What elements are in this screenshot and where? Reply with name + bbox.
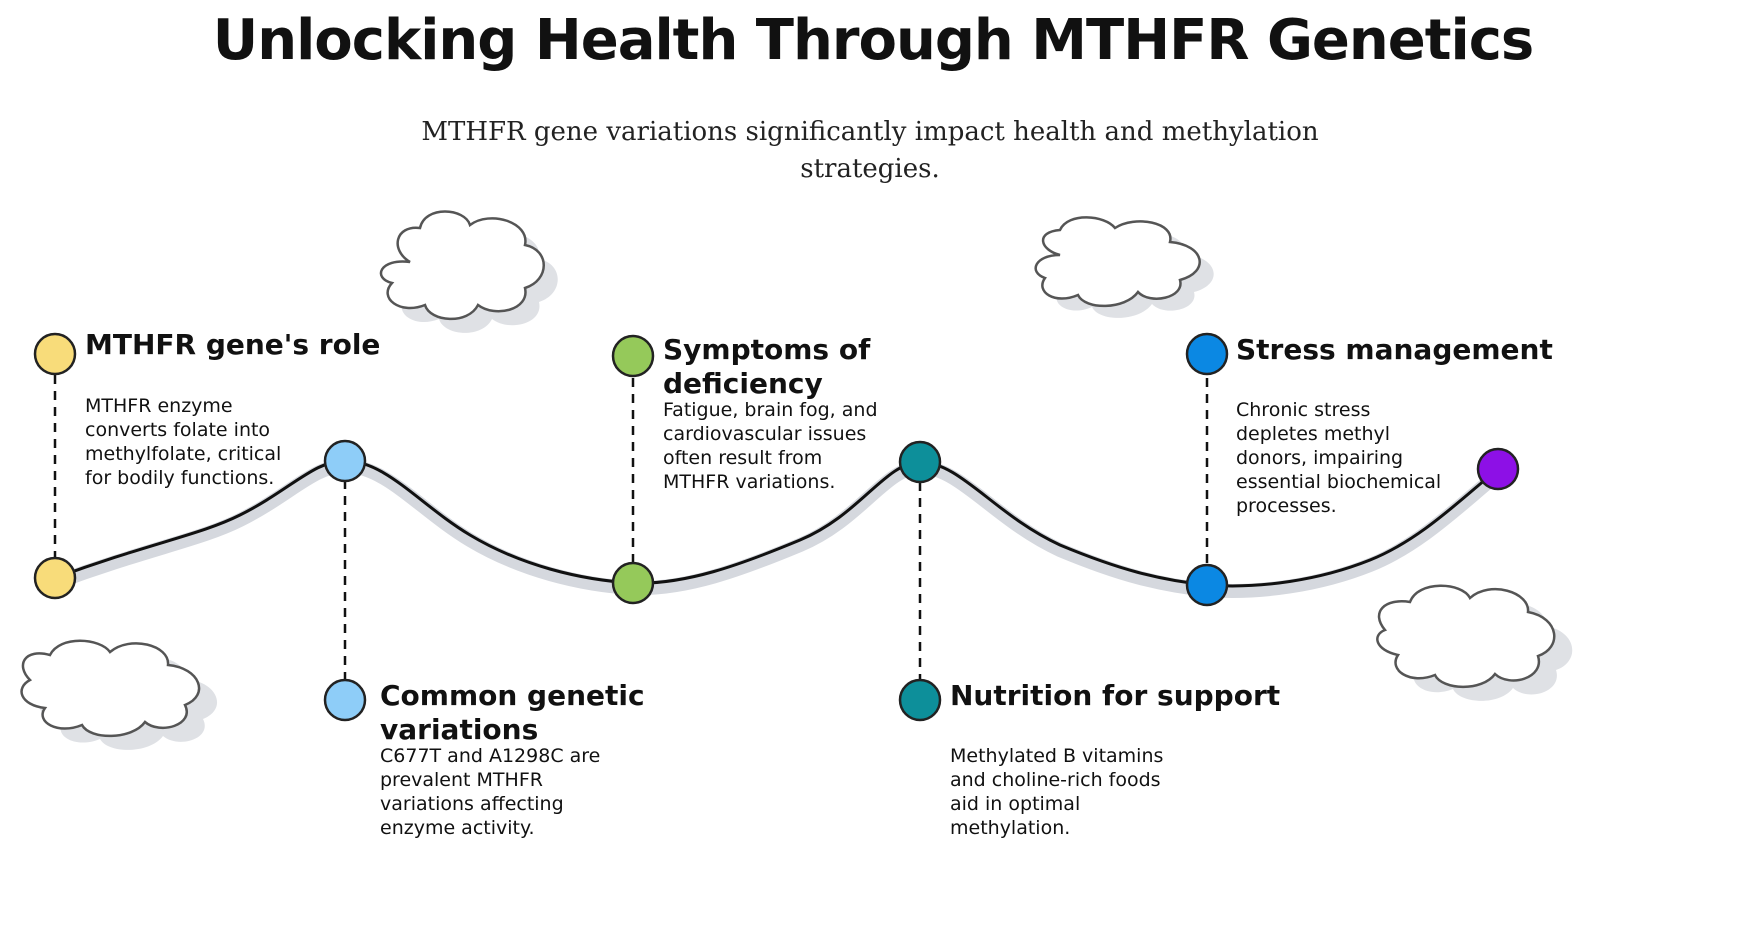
marker-deficiency-symptoms-label [611,334,655,378]
step-title-genetic-variations: Common genetic variations [380,679,645,746]
marker-gene-role-label [33,332,77,376]
timeline-shadow [48,458,1505,598]
page-subtitle: MTHFR gene variations significantly impa… [421,117,1319,184]
step-desc-genetic-variations: C677T and A1298C are prevalent MTHFR var… [380,745,601,839]
marker-nutrition-support-label [898,678,942,722]
cloud-top-right [1034,216,1214,318]
marker-genetic-variations-curve [323,439,367,483]
step-desc-stress-management: Chronic stress depletes methyl donors, i… [1236,399,1442,517]
marker-genetic-variations-label [323,678,367,722]
cloud-top-left [379,210,558,333]
step-desc-nutrition-support: Methylated B vitamins and choline-rich f… [950,745,1164,839]
cloud-bottom-left [20,639,218,750]
marker-stress-management-label [1185,332,1229,376]
step-desc-gene-role: MTHFR enzyme converts folate into methyl… [85,395,282,489]
cloud-bottom-right [1376,584,1573,701]
step-desc-deficiency-symptoms: Fatigue, brain fog, and cardiovascular i… [663,399,878,493]
marker-gene-role-curve [33,556,77,600]
step-title-nutrition-support: Nutrition for support [950,679,1281,712]
marker-end [1476,447,1520,491]
timeline-line [54,459,1499,588]
marker-deficiency-symptoms-curve [611,561,655,605]
step-title-stress-management: Stress management [1236,333,1553,366]
marker-nutrition-support-curve [898,440,942,484]
step-title-gene-role: MTHFR gene's role [85,328,381,361]
step-title-deficiency-symptoms: Symptoms of deficiency [663,333,871,400]
page-title: Unlocking Health Through MTHFR Genetics [212,8,1534,73]
marker-stress-management-curve [1185,563,1229,607]
